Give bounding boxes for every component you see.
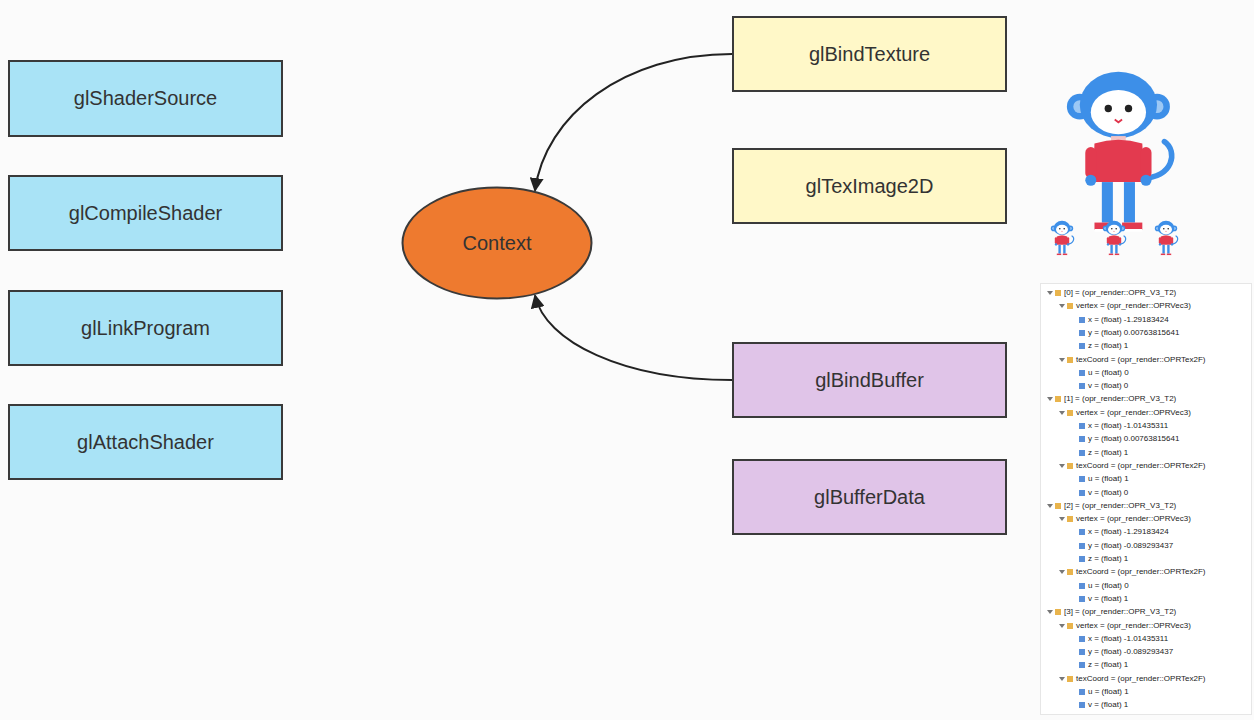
variable-icon bbox=[1079, 317, 1085, 323]
node-label: glShaderSource bbox=[74, 87, 217, 110]
disclosure-triangle bbox=[1059, 677, 1065, 681]
variable-icon bbox=[1079, 383, 1085, 389]
disclosure-triangle bbox=[1047, 504, 1053, 508]
debugger-entry: v = (float) 0 bbox=[1088, 488, 1128, 498]
debugger-entry: texCoord = (opr_render::OPRTex2F) bbox=[1076, 355, 1205, 365]
debugger-entry: vertex = (opr_render::OPRVec3) bbox=[1076, 408, 1191, 418]
variable-icon bbox=[1079, 543, 1085, 549]
disclosure-triangle bbox=[1047, 610, 1053, 614]
variable-icon bbox=[1067, 463, 1073, 469]
monkey-illustration bbox=[1040, 60, 1200, 270]
process-box: glAttachShader bbox=[8, 404, 283, 480]
disclosure-triangle bbox=[1059, 304, 1065, 308]
debugger-panel: [0] = (opr_render::OPR_V3_T2)vertex = (o… bbox=[1040, 283, 1252, 715]
debugger-entry: texCoord = (opr_render::OPRTex2F) bbox=[1076, 567, 1205, 577]
debugger-entry: z = (float) 1 bbox=[1088, 660, 1128, 670]
variable-icon bbox=[1079, 583, 1085, 589]
debugger-entry: z = (float) 1 bbox=[1088, 554, 1128, 564]
variable-icon bbox=[1079, 476, 1085, 482]
debugger-entry: u = (float) 1 bbox=[1088, 474, 1129, 484]
node-label: glLinkProgram bbox=[81, 317, 210, 340]
node-label: glAttachShader bbox=[77, 431, 214, 454]
debugger-entry: texCoord = (opr_render::OPRTex2F) bbox=[1076, 461, 1205, 471]
disclosure-triangle bbox=[1059, 464, 1065, 468]
debugger-entry: [2] = (opr_render::OPR_V3_T2) bbox=[1064, 501, 1176, 511]
variable-icon bbox=[1079, 556, 1085, 562]
debugger-entry: u = (float) 0 bbox=[1088, 581, 1129, 591]
debugger-entry: [1] = (opr_render::OPR_V3_T2) bbox=[1064, 394, 1176, 404]
process-box: glBindBuffer bbox=[732, 342, 1007, 418]
node-label: glBindTexture bbox=[809, 43, 930, 66]
process-box: glCompileShader bbox=[8, 175, 283, 251]
process-box: glBindTexture bbox=[732, 16, 1007, 92]
variable-icon bbox=[1079, 370, 1085, 376]
variable-icon bbox=[1079, 596, 1085, 602]
variable-icon bbox=[1079, 529, 1085, 535]
node-label: Context bbox=[463, 232, 532, 255]
context-ellipse: Context bbox=[401, 186, 593, 300]
debugger-entry: vertex = (opr_render::OPRVec3) bbox=[1076, 301, 1191, 311]
disclosure-triangle bbox=[1059, 517, 1065, 521]
node-label: glCompileShader bbox=[69, 202, 222, 225]
debugger-entry: u = (float) 0 bbox=[1088, 368, 1129, 378]
debugger-entry: z = (float) 1 bbox=[1088, 341, 1128, 351]
process-box: glBufferData bbox=[732, 459, 1007, 535]
debugger-entry: x = (float) -1.29183424 bbox=[1088, 315, 1169, 325]
debugger-entry: x = (float) -1.29183424 bbox=[1088, 527, 1169, 537]
node-label: glBindBuffer bbox=[815, 369, 924, 392]
variable-icon bbox=[1067, 303, 1073, 309]
disclosure-triangle bbox=[1059, 411, 1065, 415]
variable-icon bbox=[1079, 423, 1085, 429]
debugger-entry: v = (float) 1 bbox=[1088, 700, 1128, 710]
variable-icon bbox=[1079, 450, 1085, 456]
node-label: glTexImage2D bbox=[806, 175, 934, 198]
variable-icon bbox=[1067, 569, 1073, 575]
variable-icon bbox=[1079, 436, 1085, 442]
debugger-entry: u = (float) 1 bbox=[1088, 687, 1129, 697]
variable-icon bbox=[1067, 410, 1073, 416]
debugger-entry: x = (float) -1.01435311 bbox=[1088, 634, 1168, 644]
variable-icon bbox=[1055, 290, 1061, 296]
disclosure-triangle bbox=[1047, 291, 1053, 295]
node-label: glBufferData bbox=[814, 486, 925, 509]
variable-icon bbox=[1067, 516, 1073, 522]
curved-arrow bbox=[535, 295, 732, 380]
debugger-entry: [0] = (opr_render::OPR_V3_T2) bbox=[1064, 288, 1176, 298]
debugger-entry: v = (float) 0 bbox=[1088, 381, 1128, 391]
debugger-entry: [3] = (opr_render::OPR_V3_T2) bbox=[1064, 607, 1176, 617]
debugger-entry: vertex = (opr_render::OPRVec3) bbox=[1076, 621, 1191, 631]
variable-icon bbox=[1079, 689, 1085, 695]
debugger-entry: texCoord = (opr_render::OPRTex2F) bbox=[1076, 674, 1205, 684]
curved-arrow bbox=[535, 54, 732, 191]
debugger-entry: z = (float) 1 bbox=[1088, 448, 1128, 458]
debugger-entry: x = (float) -1.01435311 bbox=[1088, 421, 1168, 431]
variable-icon bbox=[1067, 357, 1073, 363]
variable-icon bbox=[1079, 649, 1085, 655]
debugger-entry: vertex = (opr_render::OPRVec3) bbox=[1076, 514, 1191, 524]
debugger-entry: y = (float) 0.00763815641 bbox=[1088, 434, 1179, 444]
variable-icon bbox=[1079, 636, 1085, 642]
process-box: glShaderSource bbox=[8, 60, 283, 137]
variable-icon bbox=[1055, 503, 1061, 509]
variable-icon bbox=[1067, 676, 1073, 682]
disclosure-triangle bbox=[1059, 570, 1065, 574]
variable-icon bbox=[1055, 396, 1061, 402]
disclosure-triangle bbox=[1059, 358, 1065, 362]
disclosure-triangle bbox=[1059, 624, 1065, 628]
variable-icon bbox=[1055, 609, 1061, 615]
debugger-entry: y = (float) 0.00763815641 bbox=[1088, 328, 1179, 338]
variable-icon bbox=[1079, 343, 1085, 349]
variable-icon bbox=[1079, 662, 1085, 668]
debugger-entry: v = (float) 1 bbox=[1088, 594, 1128, 604]
variable-icon bbox=[1079, 330, 1085, 336]
debugger-entry: y = (float) -0.089293437 bbox=[1088, 647, 1173, 657]
variable-icon bbox=[1079, 490, 1085, 496]
process-box: glTexImage2D bbox=[732, 148, 1007, 224]
variable-icon bbox=[1067, 623, 1073, 629]
process-box: glLinkProgram bbox=[8, 290, 283, 366]
variable-icon bbox=[1079, 702, 1085, 708]
disclosure-triangle bbox=[1047, 397, 1053, 401]
debugger-entry: y = (float) -0.089293437 bbox=[1088, 541, 1173, 551]
